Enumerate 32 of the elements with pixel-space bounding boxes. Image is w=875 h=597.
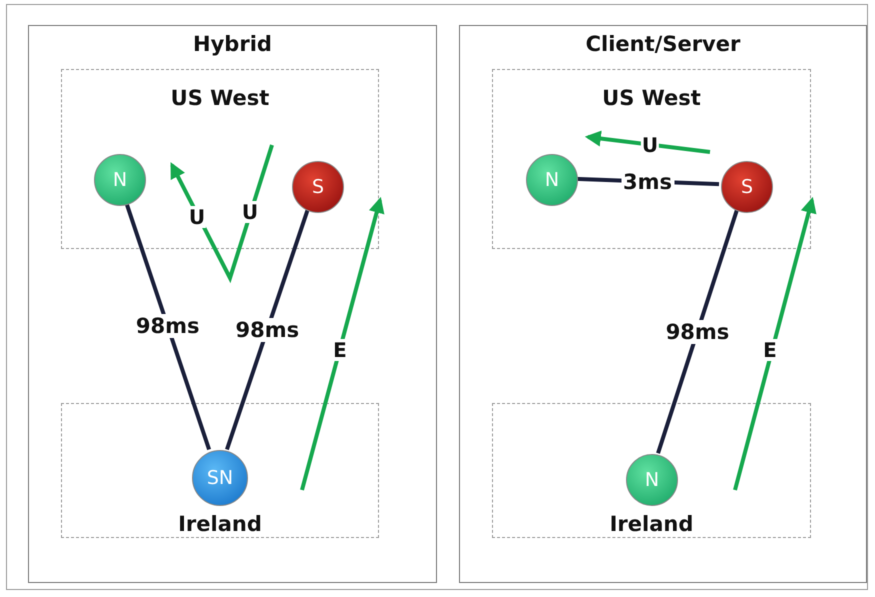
latency-label: 98ms — [134, 314, 202, 338]
node-label: S — [740, 176, 754, 198]
region-box — [61, 403, 379, 538]
latency-label: 98ms — [234, 318, 302, 342]
region-title: Ireland — [608, 512, 694, 536]
region-title: Hybrid — [192, 32, 273, 56]
connector-line — [225, 209, 310, 450]
region-title: Client/Server — [584, 32, 742, 56]
connector-line — [124, 202, 211, 450]
node-circle — [626, 454, 678, 506]
node-circle — [526, 154, 578, 206]
panel-box — [28, 25, 437, 583]
panel-box — [459, 25, 867, 583]
region-title: US West — [170, 86, 270, 110]
flow-label: U — [240, 201, 260, 223]
region-title: Ireland — [177, 512, 263, 536]
node-circle — [94, 154, 146, 206]
node-label: N — [644, 469, 660, 491]
region-box — [61, 69, 379, 249]
flow-label: E — [332, 339, 348, 361]
flow-label: E — [762, 339, 778, 361]
node-circle — [292, 161, 344, 213]
node-label: S — [312, 176, 324, 198]
node-label: SN — [206, 467, 234, 489]
region-title: US West — [601, 86, 702, 110]
node-circle — [721, 161, 773, 213]
connector-line — [656, 209, 739, 454]
latency-label: 98ms — [664, 320, 732, 344]
region-box — [492, 403, 811, 538]
flow-label: U — [188, 206, 206, 228]
node-label: N — [544, 169, 560, 191]
node-label: N — [112, 169, 128, 191]
